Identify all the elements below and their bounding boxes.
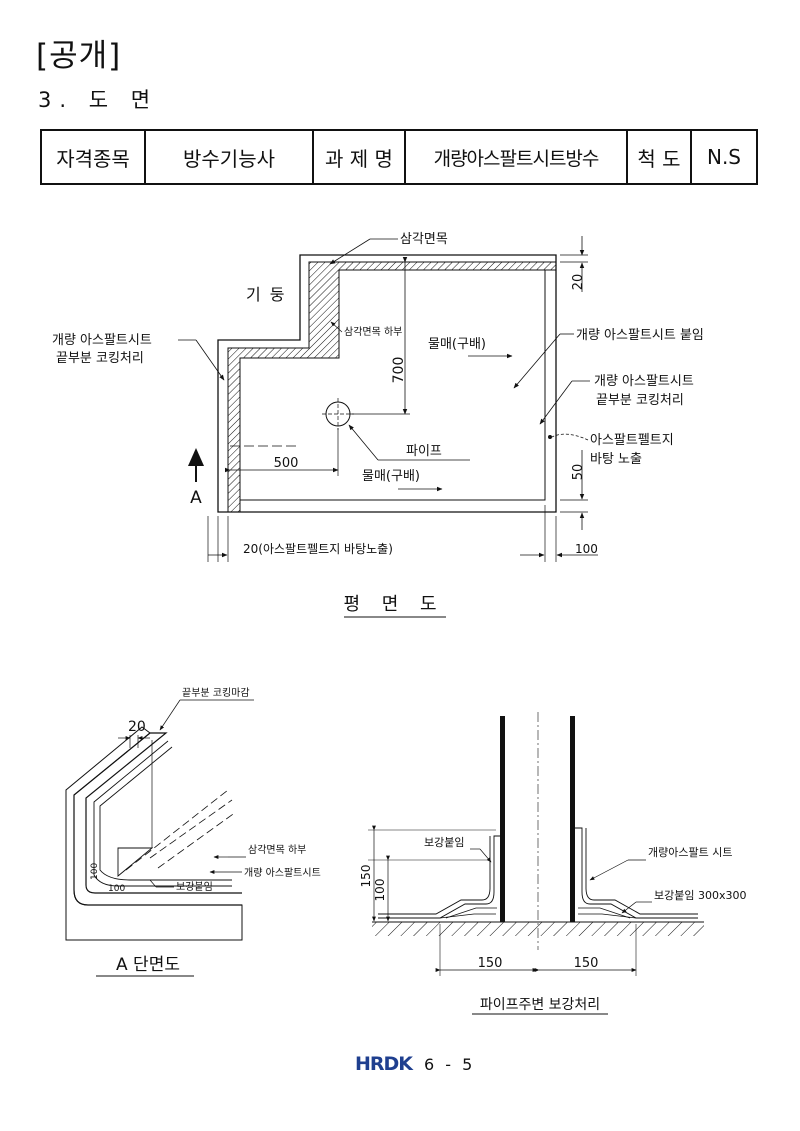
samgak-lower-label: 삼각면목 하부 — [344, 325, 402, 338]
section-a-dim-20: 20 — [128, 719, 146, 735]
pipe-detail-title: 파이프주변 보강처리 — [480, 997, 600, 1013]
pipe-dim-100-vertical: 100 — [373, 879, 387, 902]
column-label: 기 둥 — [246, 285, 287, 304]
dim-50: 50 — [571, 464, 586, 481]
dim-700: 700 — [391, 357, 407, 384]
info-value-cell: 개량아스팔트시트방수 — [404, 129, 628, 185]
felt-label-2: 바탕 노출 — [590, 452, 642, 467]
sheet-boundary — [239, 269, 546, 501]
info-table: 자격종목 방수기능사 과 제 명 개량아스팔트시트방수 척 도 N.S — [40, 129, 758, 185]
dim-500: 500 — [274, 456, 299, 471]
sheet-right-label-1: 개량 아스팔트시트 — [594, 374, 694, 389]
page-title: [공개] — [36, 38, 122, 74]
section-a-samgak-label: 삼각면목 하부 — [248, 843, 306, 856]
pipe-label: 파이프 — [406, 444, 442, 459]
caulk-label: 끝부분 코킹마감 — [182, 687, 250, 699]
slope-label-2: 물매(구배) — [362, 469, 420, 484]
section-arrow — [188, 448, 204, 466]
pipe-dim-150-left: 150 — [478, 956, 503, 971]
footer: HRDK 6 - 5 — [355, 1052, 475, 1076]
dim-20-top: 20 — [571, 274, 586, 291]
section-a-title: A 단면도 — [116, 955, 180, 975]
pipe-detail-view: 150 100 150 150 보강붙임 개량아스팔트 시트 보강붙임 300x… — [359, 712, 746, 1015]
dim-20-bottom: 20(아스팔트펠트지 바탕노출) — [243, 542, 393, 556]
pipe-dim-150-vertical: 150 — [359, 865, 373, 888]
section-a-base — [65, 726, 243, 941]
page-number: 6 - 5 — [424, 1054, 476, 1074]
pipe-wall-right — [570, 716, 575, 922]
pipe-reinforce-left-label: 보강붙임 — [424, 836, 464, 849]
pipe-dim-150-right: 150 — [574, 956, 599, 971]
felt-label-1: 아스팔트펠트지 — [590, 433, 674, 448]
samgak-fillet — [117, 847, 154, 877]
dim-100: 100 — [575, 542, 598, 556]
pipe-wall-left — [500, 716, 505, 922]
info-row: 자격종목 방수기능사 과 제 명 개량아스팔트시트방수 척 도 N.S — [40, 129, 758, 185]
info-value-cell: N.S — [690, 129, 758, 185]
section-a-dim-100-horizontal: 100 — [108, 884, 125, 894]
plan-view: 700 500 20 50 20(아스팔트펠트지 바탕노출) 100 A — [52, 232, 704, 618]
plan-outer-outline — [217, 254, 557, 513]
info-label-cell: 척 도 — [626, 129, 692, 185]
slope-label-1: 물매(구배) — [428, 337, 486, 352]
pipe-reinforce-right-label: 보강붙임 300x300 — [654, 889, 746, 902]
section-a-reinforce-label: 보강붙임 — [176, 880, 213, 893]
sheet-left-label-1: 개량 아스팔트시트 — [52, 333, 152, 348]
pipe-sheet-label: 개량아스팔트 시트 — [648, 846, 732, 859]
sheet-left-label-2: 끝부분 코킹처리 — [56, 351, 144, 366]
info-value-cell: 방수기능사 — [144, 129, 314, 185]
hrdk-logo: HRDK — [355, 1053, 413, 1075]
section-heading: 3. 도 면 — [38, 88, 159, 112]
plan-title: 평 면 도 — [343, 594, 444, 615]
info-label-cell: 자격종목 — [40, 129, 146, 185]
sheet-attach-label: 개량 아스팔트시트 붙임 — [576, 328, 704, 343]
sheet-right-label-2: 끝부분 코킹처리 — [596, 393, 684, 408]
info-label-cell: 과 제 명 — [312, 129, 406, 185]
section-a-dim-100-vertical: 100 — [90, 863, 100, 880]
samgak-label: 삼각면목 — [400, 232, 448, 247]
section-a-view: 20 끝부분 코킹마감 삼각면목 하부 개량 아스팔트시트 보강붙임 100 1… — [65, 687, 321, 977]
section-mark-a: A — [190, 488, 202, 508]
section-a-sheet-label: 개량 아스팔트시트 — [244, 867, 321, 879]
